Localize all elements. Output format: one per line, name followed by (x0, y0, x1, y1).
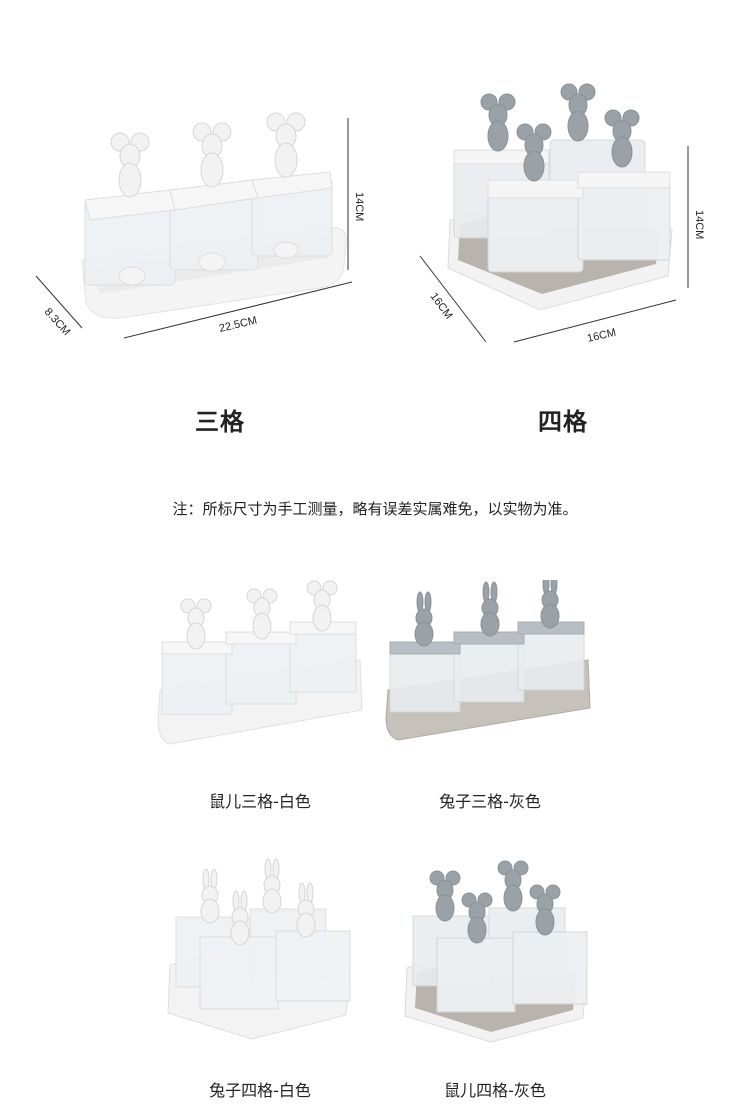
dim-depth-label: 8.3CM (42, 306, 73, 338)
variant-label-4: 鼠儿四格-灰色 (444, 1081, 546, 1100)
variant-mouse-three-white-image (157, 580, 363, 745)
mouse-figures-white (110, 112, 306, 198)
variant-rabbit-four-white-image (167, 858, 351, 1040)
dim-height-label: 14CM (693, 210, 705, 239)
dim-width-label: 22.5CM (218, 315, 258, 335)
variant-label-1: 鼠儿三格-白色 (209, 792, 311, 811)
variant-mouse-four-gray-image (404, 860, 588, 1043)
dim-height-label: 14CM (353, 192, 365, 221)
three-compartment-dimension-figure: 14CM 8.3CM 22.5CM (35, 112, 365, 339)
four-compartment-caption: 四格 (538, 408, 588, 436)
three-compartment-caption: 三格 (195, 408, 245, 436)
jar-group (84, 171, 333, 286)
dim-width-label: 16CM (586, 327, 617, 345)
four-compartment-dimension-figure: 14CM 16CM 16CM (419, 83, 705, 345)
variant-rabbit-three-gray-image (385, 580, 591, 741)
variant-label-3: 兔子四格-白色 (209, 1081, 311, 1100)
measurement-note: 注：所标尺寸为手工测量，略有误差实属难免，以实物为准。 (172, 500, 578, 518)
mouse-figures-gray (480, 83, 640, 182)
variant-label-2: 兔子三格-灰色 (439, 792, 541, 811)
